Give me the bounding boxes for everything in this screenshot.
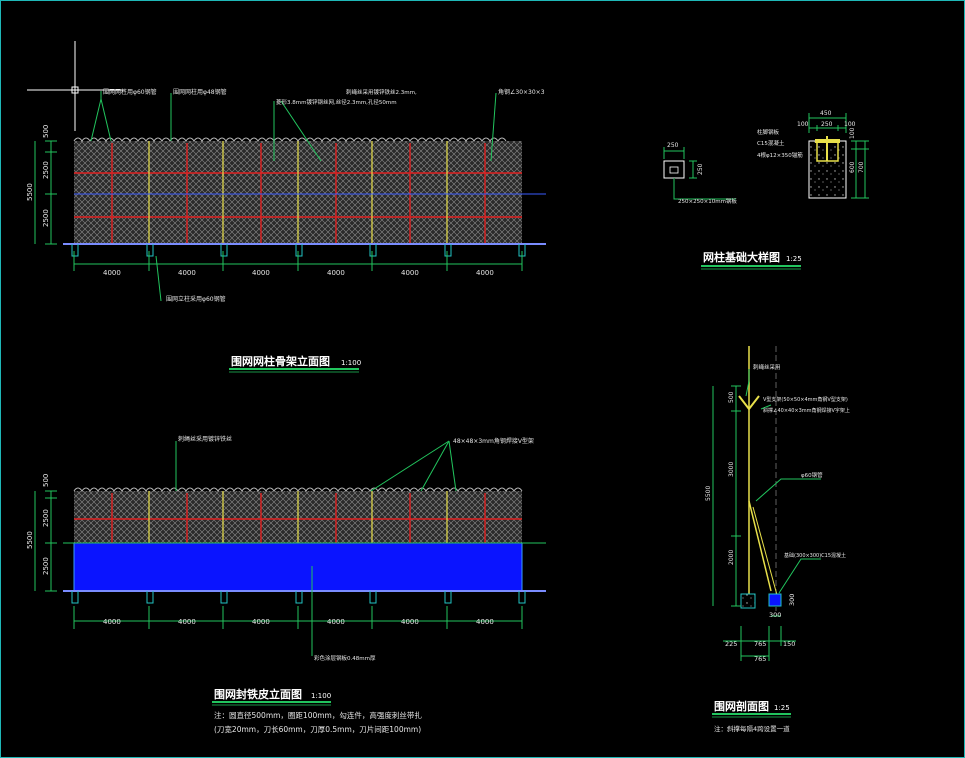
sec-label-1: 刺绳丝采用: [753, 363, 781, 371]
foundation-scale: 1:25: [786, 255, 802, 263]
fdim-top-3: 250: [821, 121, 833, 128]
foundation-title: 网柱基础大样图: [703, 250, 780, 264]
plate-dim-2: 250: [697, 163, 704, 175]
steel-skin-panel: [73, 542, 523, 592]
skin-elev-scale: 1:100: [311, 692, 331, 700]
plate-dim-1: 250: [667, 142, 679, 149]
flabel-1: 柱脚钢板: [757, 128, 780, 136]
anno-1: 围网网柱用φ60钢管: [103, 88, 157, 96]
fdim-side-3: 700: [858, 161, 865, 173]
vdim-1: 500: [42, 125, 50, 138]
hdim-6: 4000: [476, 269, 494, 277]
skin-anno-3: 彩色涂层钢板0.48mm厚: [314, 654, 376, 662]
vdim-4: 2500: [42, 209, 50, 227]
flabel-2: C15混凝土: [757, 139, 785, 147]
frame-elev-scale: 1:100: [341, 359, 361, 367]
flabel-3: 4根φ12×350锚筋: [757, 151, 803, 159]
skin-anno-2: 48×48×3mm角钢焊接V型架: [453, 437, 534, 445]
fdim-side-1: 100: [849, 127, 856, 139]
anno-3: 刺绳丝采用镀锌铁丝2.3mm,: [346, 88, 417, 96]
plate-label: 250×250×10mm钢板: [678, 197, 737, 205]
skin-vdim-1: 500: [42, 474, 50, 487]
section-note: 注：斜撑每隔4跨设置一道: [714, 724, 790, 733]
skin-hdim-4: 4000: [327, 618, 345, 626]
skin-hdim-1: 4000: [103, 618, 121, 626]
sec-hdim-5: 300: [769, 611, 781, 619]
fdim-top-1: 450: [820, 110, 832, 117]
hdim-5: 4000: [401, 269, 419, 277]
skin-note-1: 注：圆直径500mm，圈距100mm，勾连件，高强度刺丝带扎: [214, 710, 422, 720]
sec-label-5: 基础(300×300)C15混凝土: [784, 552, 846, 559]
frame-elev-title: 围网网柱骨架立面图: [231, 354, 330, 368]
vdim-2: 2500: [42, 161, 50, 179]
skin-vdim-4: 2500: [42, 557, 50, 575]
sec-label-4: φ60钢管: [801, 471, 823, 479]
sec-hdim-2: 765: [754, 640, 766, 648]
dim-vertical: [34, 140, 57, 245]
fence-section: 刺绳丝采用 V型支架(50×50×4mm角钢V型支架) 斜撑∠40×40×3mm…: [705, 346, 850, 733]
crosshair-cursor: [27, 41, 125, 131]
section-scale: 1:25: [774, 704, 790, 712]
dim-horizontal: [73, 251, 523, 271]
sec-vdim-1: 500: [728, 391, 735, 403]
sec-label-2: V型支架(50×50×4mm角钢V型支架): [763, 396, 848, 403]
anno-6: 围网立柱采用φ60钢管: [166, 295, 226, 303]
hdim-3: 4000: [252, 269, 270, 277]
hdim-2: 4000: [178, 269, 196, 277]
sec-hdim-6: 300: [788, 594, 796, 606]
skin-hdim-6: 4000: [476, 618, 494, 626]
sec-vdim-3: 5500: [705, 486, 712, 501]
fdim-side-2: 600: [849, 161, 856, 173]
skin-anno-1: 刺绳丝采用镀锌铁丝: [178, 435, 232, 443]
fdim-top-4: 100: [844, 121, 856, 128]
skin-vdim-3: 5500: [26, 531, 34, 549]
fdim-top-2: 100: [797, 121, 809, 128]
section-title: 围网剖面图: [714, 699, 769, 713]
skin-elevation: 刺绳丝采用镀锌铁丝 48×48×3mm角钢焊接V型架 彩色涂层钢板0.48mm厚…: [26, 435, 546, 734]
hdim-4: 4000: [327, 269, 345, 277]
frame-elevation: 围网网柱用φ60钢管 围网网柱用φ48钢管 刺绳丝采用镀锌铁丝2.3mm, 菱形…: [26, 88, 546, 373]
footings: [71, 244, 526, 257]
yellow-posts: [148, 141, 448, 244]
skin-hdim-2: 4000: [178, 618, 196, 626]
sec-vdim-4: 2000: [728, 550, 735, 565]
hdim-1: 4000: [103, 269, 121, 277]
skin-vdim-2: 2500: [42, 509, 50, 527]
anno-2: 围网网柱用φ48钢管: [173, 88, 227, 96]
sec-label-3: 斜撑∠40×40×3mm角钢焊接V字架上: [763, 407, 850, 414]
sec-hdim-4: 765: [754, 655, 766, 663]
skin-elev-title: 围网封铁皮立面图: [214, 687, 302, 701]
sec-hdim-3: 150: [783, 640, 795, 648]
sec-hdim-1: 225: [725, 640, 737, 648]
vdim-3: 5500: [26, 183, 34, 201]
skin-hdim-5: 4000: [401, 618, 419, 626]
plate: [663, 160, 685, 179]
sec-vdim-2: 3000: [728, 462, 735, 477]
barbed-wire-top: [73, 137, 507, 142]
skin-note-2: (刀宽20mm，刀长60mm，刀厚0.5mm，刀片间距100mm): [214, 724, 421, 734]
leaders: [90, 91, 497, 302]
foundation-detail: 250 250 250×250×10mm钢板 450 100 250 100 1…: [663, 110, 869, 270]
anno-5: 角钢∠30×30×3: [498, 88, 545, 96]
skin-hdim-3: 4000: [252, 618, 270, 626]
anno-4: 菱形3.8mm镀锌钢丝网,丝径2.3mm,孔径50mm: [276, 98, 397, 106]
